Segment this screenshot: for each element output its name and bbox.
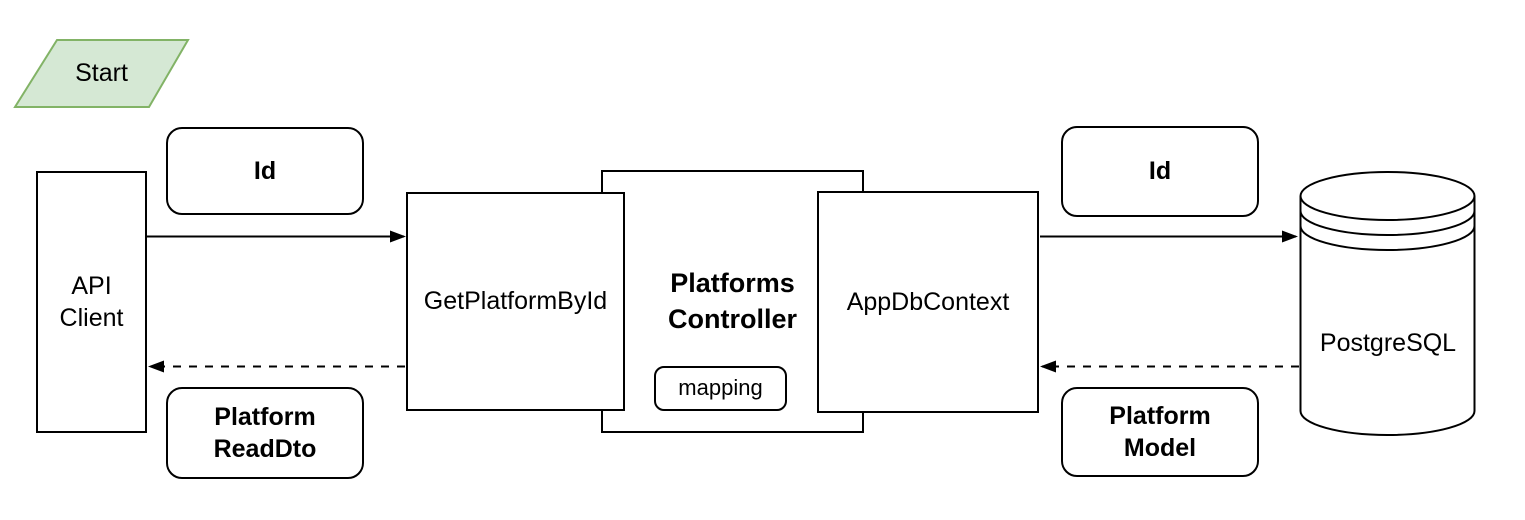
postgresql-cylinder	[1299, 171, 1476, 436]
node-appdbcontext: AppDbContext	[817, 191, 1039, 413]
postgresql-label: PostgreSQL	[1319, 328, 1457, 357]
node-api-client: API Client	[36, 171, 147, 433]
message-id-query: Id	[1061, 126, 1259, 217]
node-getplatformbyid: GetPlatformById	[406, 192, 625, 411]
message-platform-readdto: Platform ReadDto	[166, 387, 364, 479]
node-mapping: mapping	[654, 366, 787, 411]
start-shape	[13, 39, 190, 108]
message-platform-model: Platform Model	[1061, 387, 1259, 477]
start-label: Start	[75, 59, 128, 87]
message-id-request: Id	[166, 127, 364, 215]
